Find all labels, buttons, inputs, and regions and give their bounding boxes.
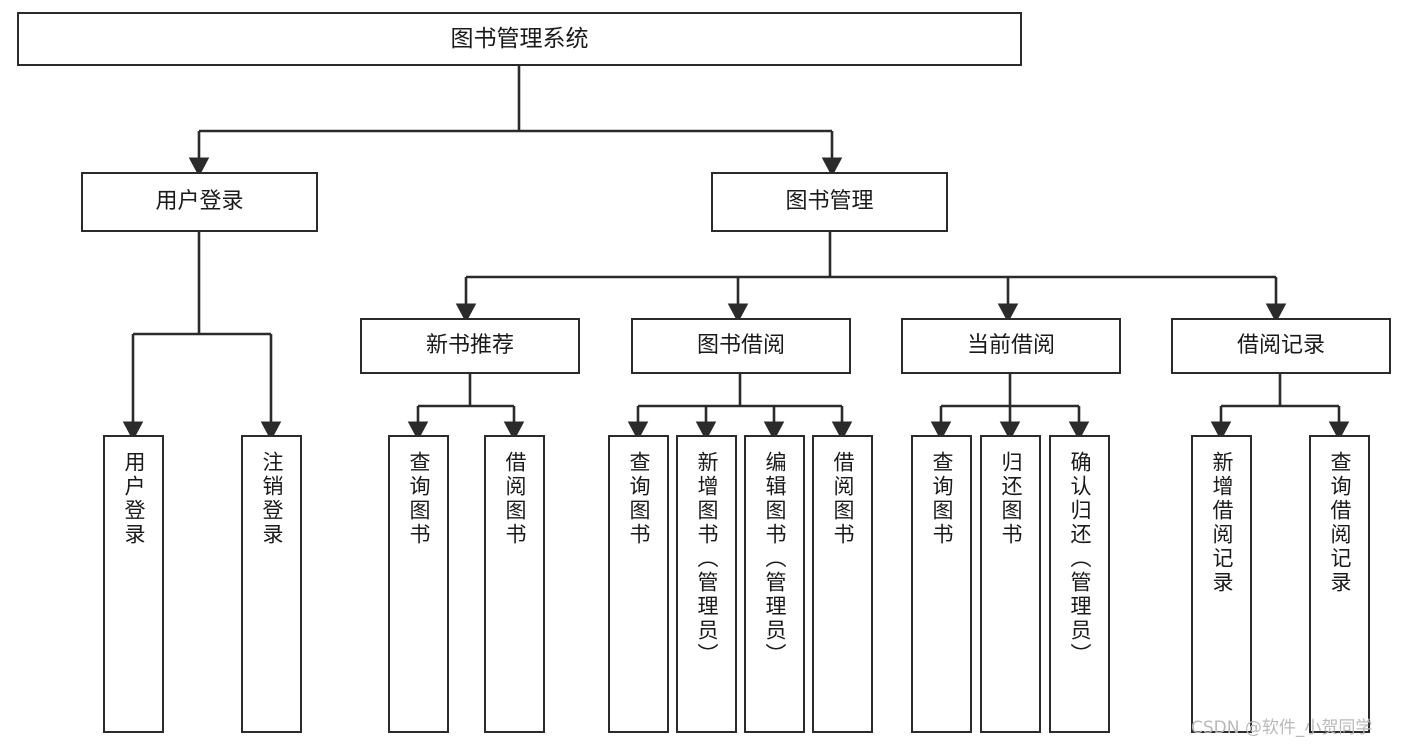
- node-label: 新增借阅记录: [1210, 451, 1234, 595]
- leaf-add-book-admin[interactable]: 新增图书（管理员）: [676, 435, 737, 733]
- node-label: 编辑图书（管理员）: [763, 451, 787, 667]
- leaf-query-book-current[interactable]: 查询图书: [911, 435, 972, 733]
- csdn-watermark: CSDN @软件_小贺同学: [1191, 718, 1373, 738]
- node-book-borrow[interactable]: 图书借阅: [631, 318, 851, 374]
- leaf-borrow-book-recommendation[interactable]: 借阅图书: [484, 435, 545, 733]
- node-label: 查询借阅记录: [1328, 451, 1352, 595]
- node-label: 图书管理系统: [450, 25, 589, 52]
- leaf-add-borrow-record[interactable]: 新增借阅记录: [1191, 435, 1252, 733]
- node-label: 借阅图书: [503, 451, 527, 547]
- leaf-query-book-recommendation[interactable]: 查询图书: [388, 435, 449, 733]
- node-label: 查询图书: [407, 451, 431, 547]
- node-label: 注销登录: [260, 451, 284, 547]
- leaf-edit-book-admin[interactable]: 编辑图书（管理员）: [744, 435, 805, 733]
- leaf-query-book-borrow[interactable]: 查询图书: [608, 435, 669, 733]
- leaf-query-borrow-record[interactable]: 查询借阅记录: [1309, 435, 1370, 733]
- node-label: 查询图书: [930, 451, 954, 547]
- node-label: 图书借阅: [696, 333, 785, 359]
- leaf-confirm-return-admin[interactable]: 确认归还（管理员）: [1049, 435, 1110, 733]
- node-root-system[interactable]: 图书管理系统: [17, 12, 1022, 66]
- node-label: 借阅记录: [1236, 333, 1325, 359]
- node-label: 归还图书: [999, 451, 1023, 547]
- node-current-borrow[interactable]: 当前借阅: [901, 318, 1121, 374]
- node-label: 新增图书（管理员）: [695, 451, 719, 667]
- node-label: 新书推荐: [425, 333, 514, 359]
- node-label: 确认归还（管理员）: [1068, 451, 1092, 667]
- node-borrow-records[interactable]: 借阅记录: [1171, 318, 1391, 374]
- node-book-management[interactable]: 图书管理: [711, 172, 948, 232]
- node-label: 借阅图书: [831, 451, 855, 547]
- node-label: 用户登录: [155, 189, 244, 215]
- node-user-login[interactable]: 用户登录: [81, 172, 318, 232]
- leaf-user-login[interactable]: 用户登录: [103, 435, 164, 733]
- node-label: 当前借阅: [966, 333, 1055, 359]
- leaf-return-book[interactable]: 归还图书: [980, 435, 1041, 733]
- leaf-user-logout[interactable]: 注销登录: [241, 435, 302, 733]
- node-label: 图书管理: [785, 189, 874, 215]
- node-label: 用户登录: [122, 451, 146, 547]
- node-new-book-recommendation[interactable]: 新书推荐: [360, 318, 580, 374]
- node-label: 查询图书: [627, 451, 651, 547]
- leaf-borrow-book[interactable]: 借阅图书: [812, 435, 873, 733]
